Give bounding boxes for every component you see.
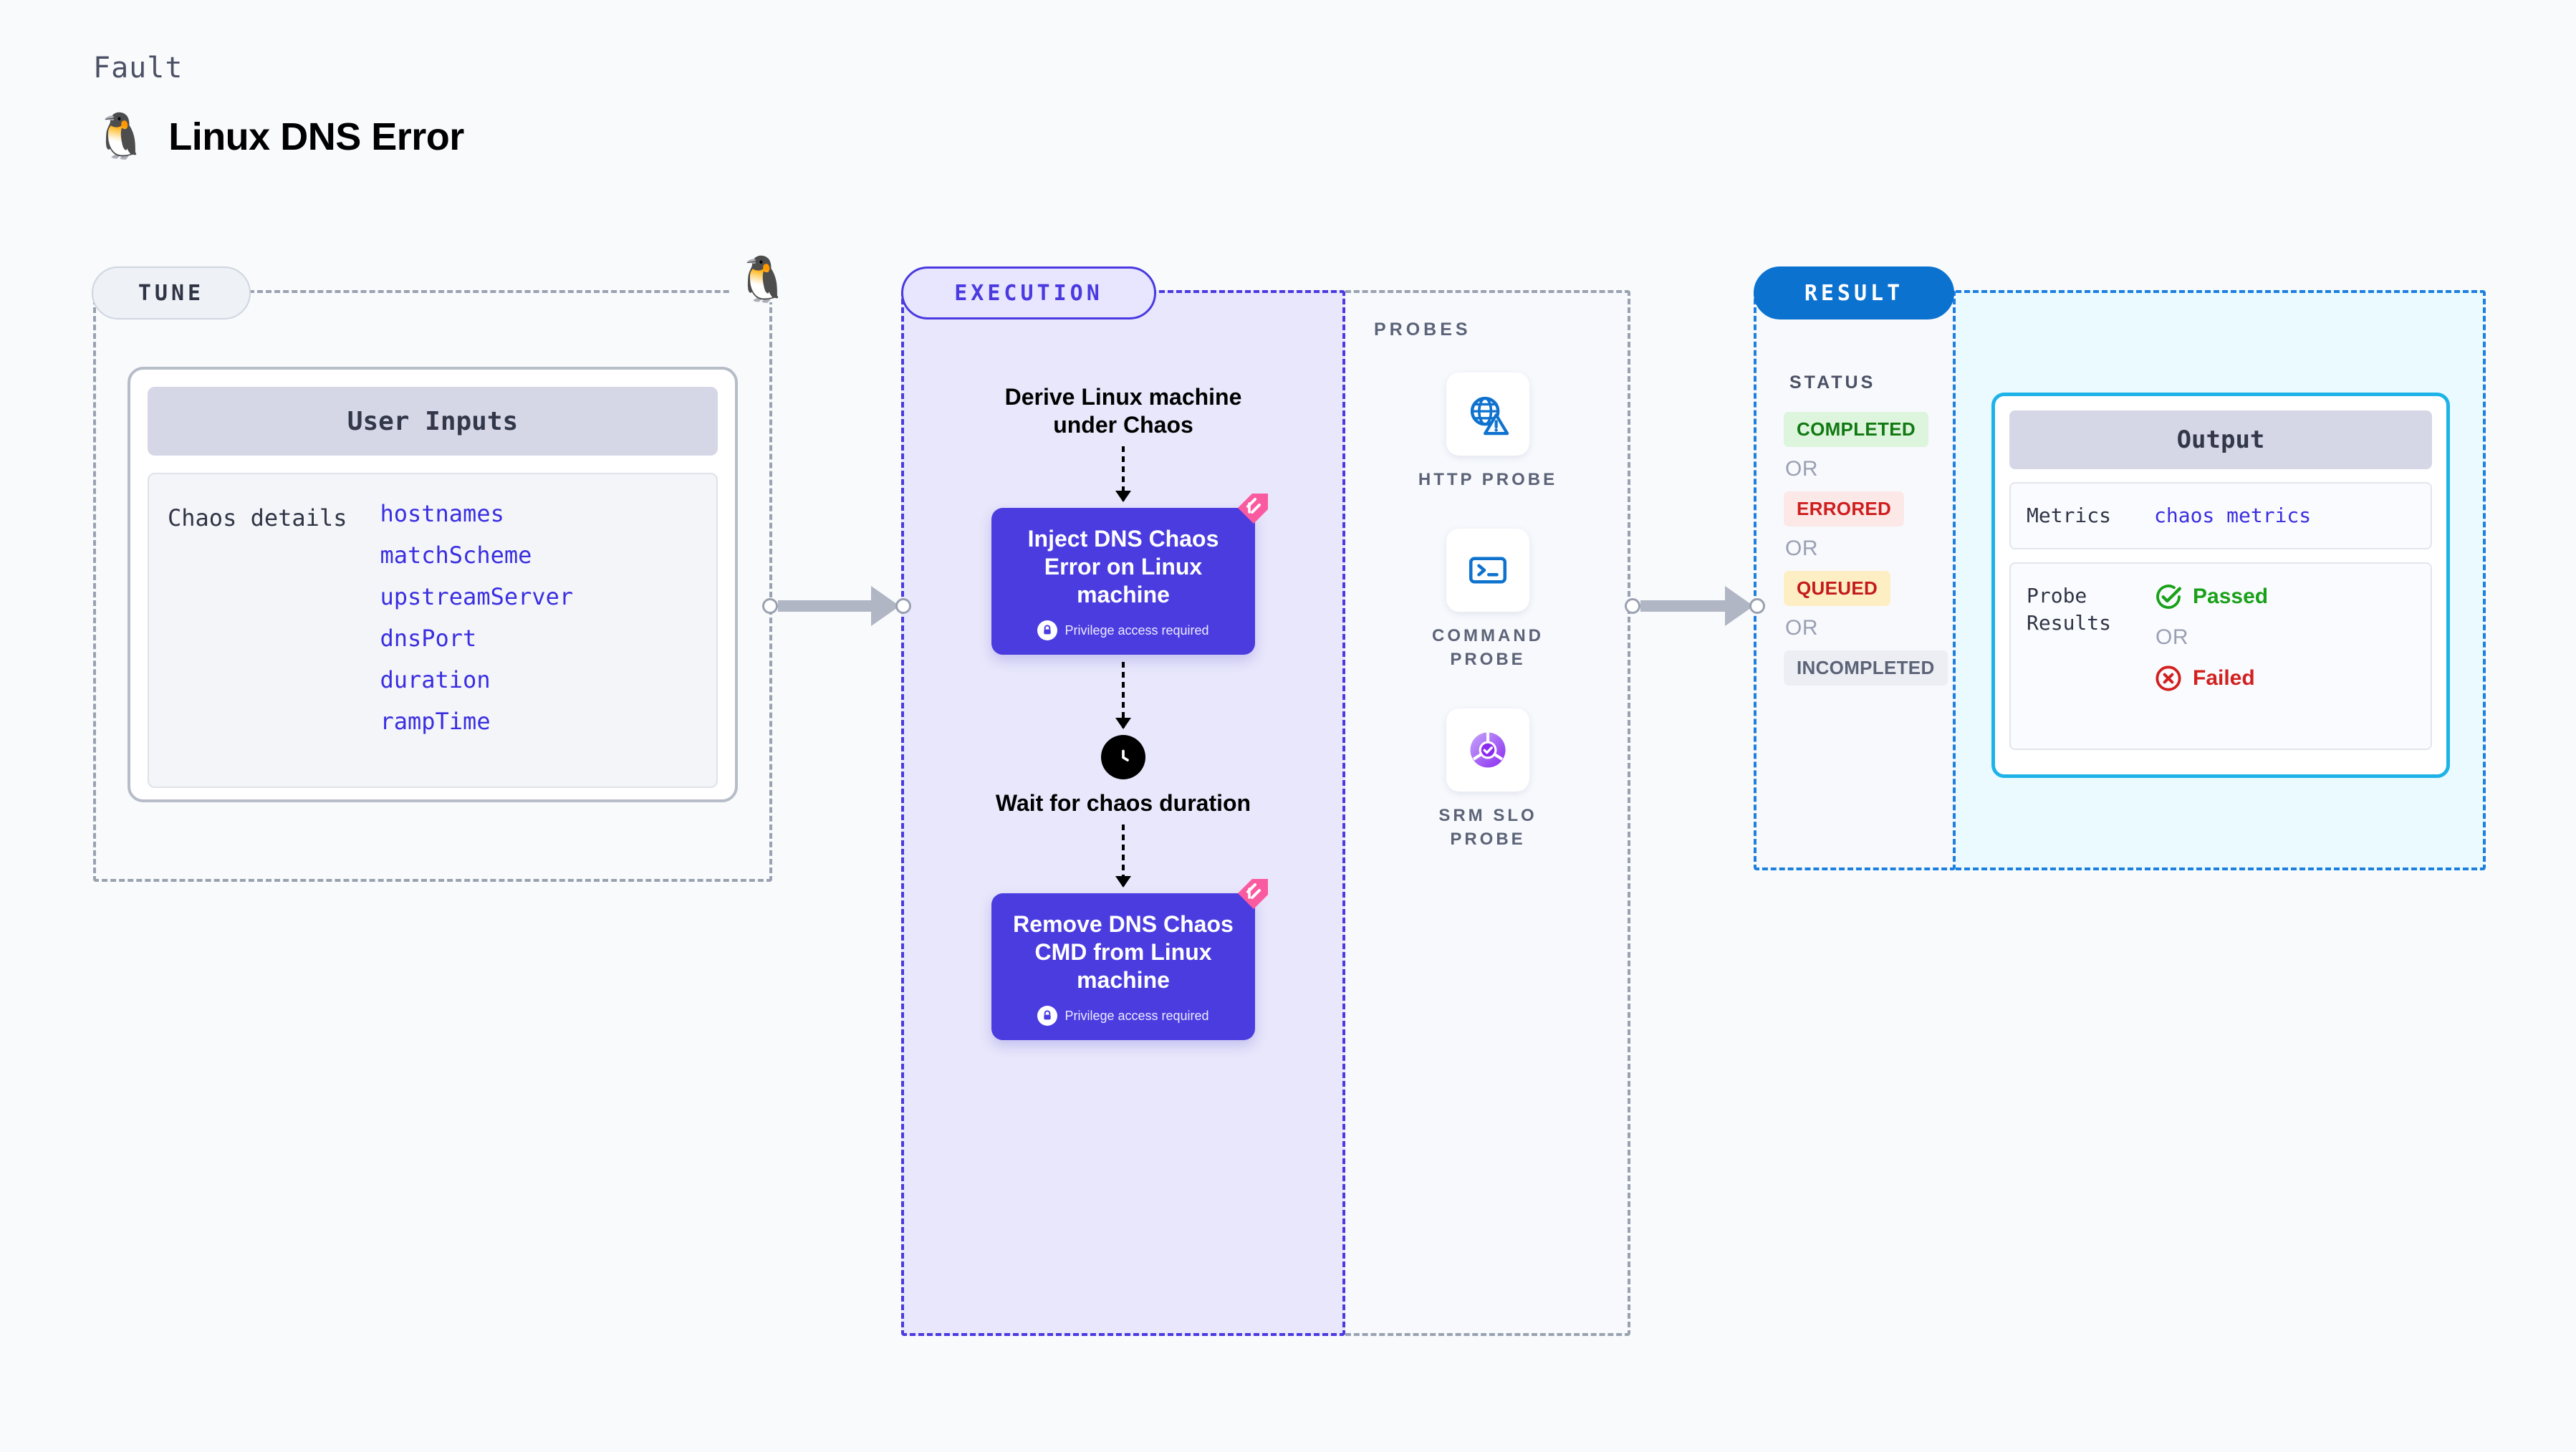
probe-result-passed: Passed [2154,582,2268,611]
lock-icon [1037,1006,1058,1027]
page-title-row: 🐧 Linux DNS Error [93,115,464,159]
connector-line [1640,600,1725,612]
probe-tile [1446,372,1529,456]
output-row-metrics: Metrics chaos metrics [2009,482,2432,549]
privilege-text: Privilege access required [1064,622,1209,638]
tune-linux-penguin-icon: 🐧 [731,258,795,302]
status-badge-completed[interactable]: COMPLETED [1784,412,1928,447]
probe-result-failed: Failed [2154,664,2268,693]
tune-badge[interactable]: TUNE [92,266,251,319]
harness-ribbon-icon [1238,879,1268,910]
chaos-details-label: Chaos details [168,504,347,532]
status-badge-errored[interactable]: ERRORED [1784,491,1905,527]
status-or-2: OR [1785,537,1818,560]
privilege-row: Privilege access required [1006,620,1241,641]
probe-label: COMMAND PROBE [1432,626,1544,669]
lock-icon [1037,620,1058,641]
execution-badge[interactable]: EXECUTION [901,266,1156,319]
probe-item-srm-slo[interactable]: SRM SLO PROBE [1405,708,1570,851]
connector-handle-left[interactable] [1625,598,1640,614]
probe-results-values: Passed OR Failed [2154,582,2268,693]
status-badge-incompleted[interactable]: INCOMPLETED [1784,650,1948,686]
probes-label: PROBES [1374,319,1471,340]
chaos-details-param-list: hostnames matchScheme upstreamServer dns… [380,500,573,787]
connector-arrowhead [871,586,900,626]
slo-donut-check-icon [1470,732,1506,768]
check-circle-icon [2156,584,2181,609]
step-card-title: Inject DNS Chaos Error on Linux machine [1027,526,1219,608]
status-list: COMPLETED OR ERRORED OR QUEUED OR INCOMP… [1784,412,1956,686]
result-badge[interactable]: RESULT [1754,266,1954,319]
output-header: Output [2009,410,2432,469]
connector-handle-right[interactable] [895,598,911,614]
status-label: STATUS [1789,372,1876,393]
connector-handle-right[interactable] [1749,598,1765,614]
clock-icon [1101,735,1145,780]
metrics-key: Metrics [2027,504,2112,527]
param-matchscheme[interactable]: matchScheme [380,542,532,569]
step-card-title: Remove DNS Chaos CMD from Linux machine [1013,911,1234,994]
probe-tile [1446,708,1529,792]
probe-label: SRM SLO PROBE [1438,806,1537,849]
param-dnsport[interactable]: dnsPort [380,625,477,652]
status-or-1: OR [1785,457,1818,481]
harness-ribbon-icon [1238,494,1268,524]
privilege-row: Privilege access required [1006,1006,1241,1027]
execution-flow: Derive Linux machine under Chaos Inject … [901,290,1345,1336]
connector-tune-to-execution [762,586,911,626]
connector-line [778,600,871,612]
connector-execution-to-result [1625,586,1765,626]
param-ramptime[interactable]: rampTime [380,708,491,735]
tune-panel [93,290,772,882]
terminal-icon [1469,557,1506,584]
user-inputs-header: User Inputs [148,387,718,456]
flow-arrow-1 [1122,446,1125,501]
probe-tile [1446,529,1529,612]
x-circle-icon [2156,665,2181,691]
connector-handle-left[interactable] [762,598,778,614]
probe-result-or: OR [2156,625,2188,649]
step-card-inject-chaos[interactable]: Inject DNS Chaos Error on Linux machine … [991,494,1268,655]
probe-list: HTTP PROBE COMMAND PROBE [1345,372,1630,851]
param-duration[interactable]: duration [380,666,491,693]
globe-warning-icon [1470,396,1509,436]
linux-penguin-icon: 🐧 [93,112,149,161]
step-wait-duration: Wait for chaos duration [995,790,1251,817]
connector-arrowhead [1725,586,1754,626]
status-or-3: OR [1785,616,1818,640]
passed-label: Passed [2193,584,2269,608]
fault-kicker: Fault [93,52,183,85]
output-row-probe-results: Probe Results Passed OR Failed [2009,562,2432,750]
probe-item-http[interactable]: HTTP PROBE [1418,372,1557,491]
user-inputs-body: Chaos details hostnames matchScheme upst… [148,473,718,788]
param-upstreamserver[interactable]: upstreamServer [380,583,574,610]
privilege-text: Privilege access required [1064,1008,1209,1023]
flow-arrow-2 [1122,662,1125,729]
probe-label: HTTP PROBE [1418,470,1558,489]
status-badge-queued[interactable]: QUEUED [1784,571,1891,606]
page-title: Linux DNS Error [168,115,464,158]
param-hostnames[interactable]: hostnames [380,500,504,527]
probe-item-command[interactable]: COMMAND PROBE [1405,529,1570,671]
failed-label: Failed [2193,665,2255,690]
probe-results-key: Probe Results [2027,583,2112,635]
metrics-value[interactable]: chaos metrics [2154,504,2312,528]
step-derive-machine: Derive Linux machine under Chaos [1004,384,1242,438]
step-card-remove-chaos[interactable]: Remove DNS Chaos CMD from Linux machine … [991,879,1268,1041]
flow-arrow-3 [1122,824,1125,887]
probes-panel [1345,290,1630,1336]
output-card: Output Metrics chaos metrics Probe Resul… [1991,393,2450,778]
user-inputs-card: User Inputs Chaos details hostnames matc… [128,367,738,802]
